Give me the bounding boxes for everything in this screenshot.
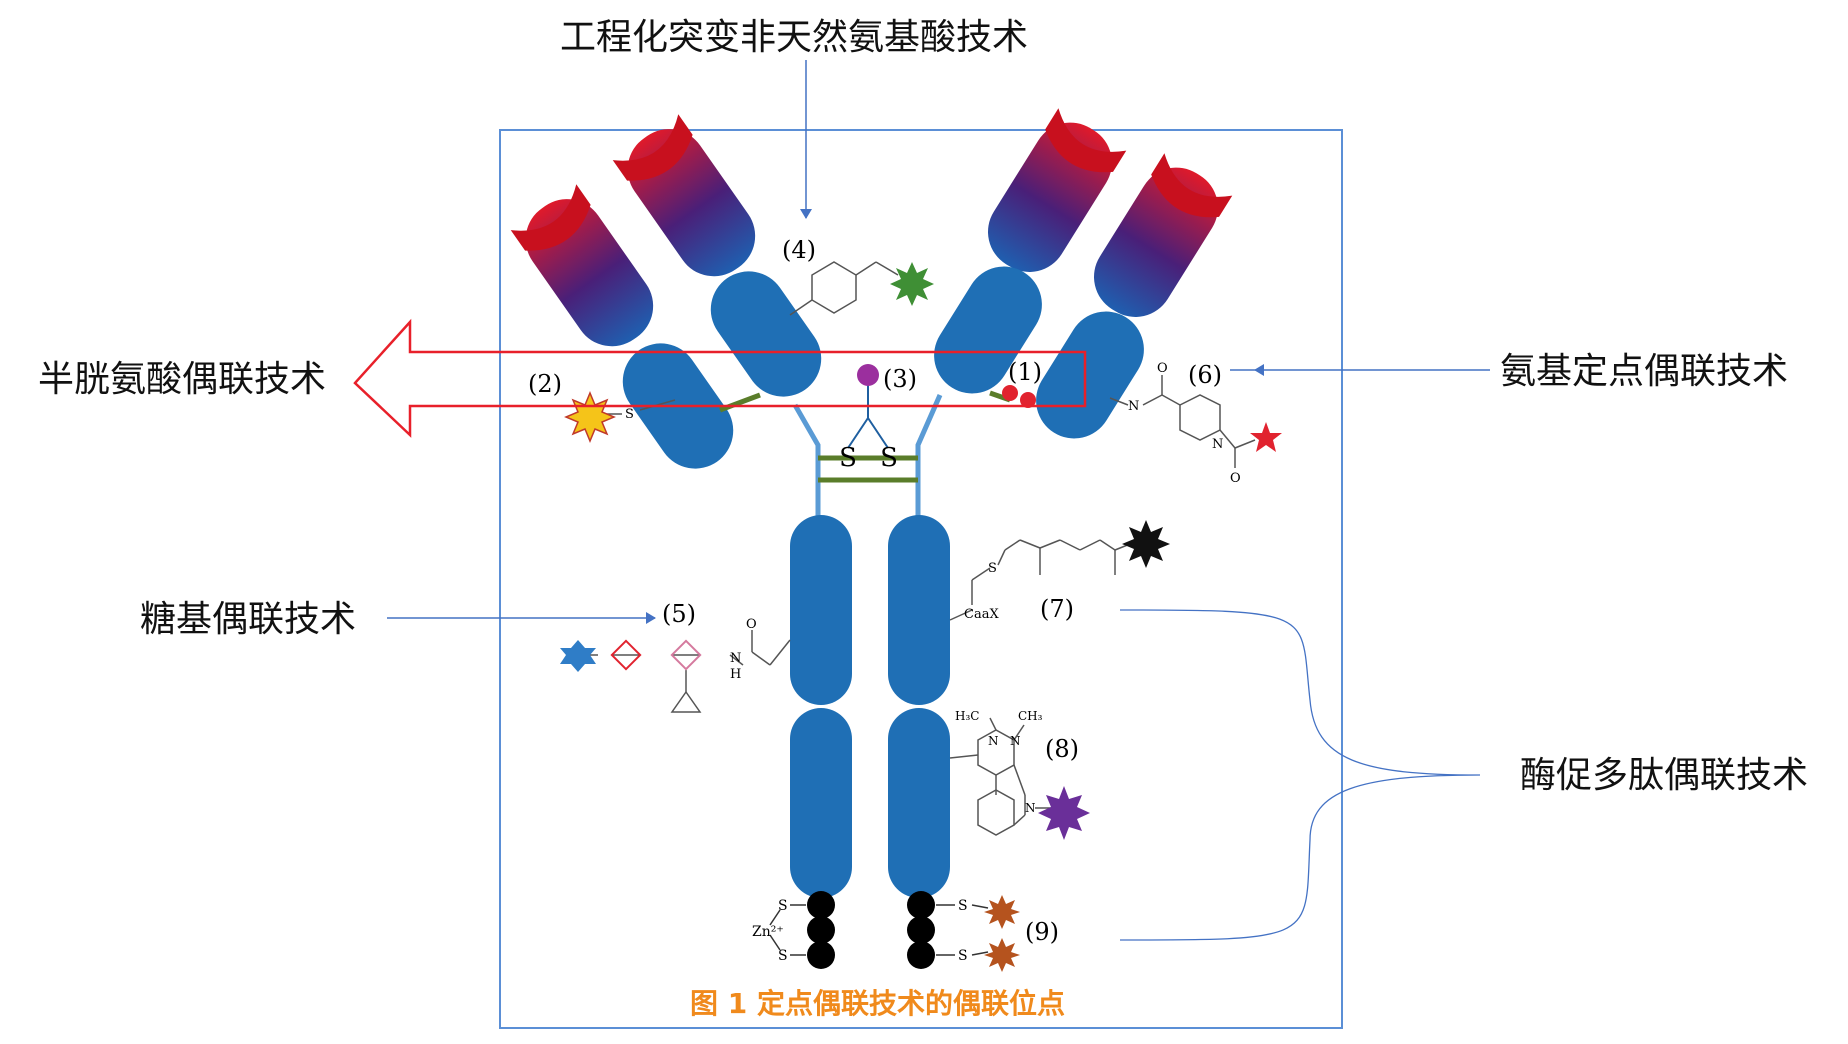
s-zn-bottom: S [778,948,788,964]
payload-star-8 [1038,786,1090,840]
payload-star-4 [890,262,934,306]
payload-star-6 [1250,422,1282,452]
site-8-n1: N [988,734,999,748]
h3c-label: H₃C [955,709,979,723]
site-2-s: S [625,407,634,422]
label-amino-site-conjugation: 氨基定点偶联技术 [1500,351,1789,392]
site-7-payload [949,539,1136,621]
payload-star-9b [984,938,1020,972]
site-6-payload [1109,375,1256,468]
payload-star-7 [1122,520,1170,568]
site-5-o: O [746,617,757,632]
site-9-right-chem [936,904,989,956]
left-fab-inner [612,114,822,397]
label-unnatural-amino-acid: 工程化突变非天然氨基酸技术 [560,17,1029,58]
ch3-label: CH₃ [1018,709,1043,723]
site-6-o1: O [1157,361,1168,376]
site-label-8: (8) [1045,735,1079,763]
s-zn-top: S [778,898,788,914]
figure-frame [499,129,1343,1029]
site-label-3: (3) [883,365,917,393]
caax-label: CaaX [964,607,999,622]
site-label-7: (7) [1040,595,1074,623]
hinge-region [792,393,943,525]
site-8-n3: N [1025,801,1036,815]
site-6-n2: N [1212,437,1223,452]
site-5-n: N [730,651,741,666]
label-glyco-conjugation: 糖基偶联技术 [140,599,357,640]
site-6-o2: O [1230,471,1241,486]
zn-label: Zn²⁺ [752,924,784,940]
disulfide-bonds [719,390,1011,483]
enzyme-bracket [1119,609,1481,941]
site-7-s: S [988,561,997,576]
payload-star-9a [984,895,1020,929]
site-label-4: (4) [782,236,816,264]
label-enzymatic-peptide-conjugation: 酶促多肽偶联技术 [1520,755,1809,796]
disulfide-s-left: S [839,443,857,473]
payload-star-5 [560,640,596,672]
site-5-h: H [730,667,741,682]
figure-caption: 图 1 定点偶联技术的偶联位点 [690,987,1065,1020]
site-9-left-chem [769,904,806,956]
site-label-1: (1) [1008,358,1042,386]
glycan-diamond-pink [670,639,702,671]
site-label-5: (5) [662,600,696,628]
s-right-bottom: S [958,948,968,964]
label-cysteine-conjugation: 半胱氨酸偶联技术 [38,359,327,400]
right-fab-inner [934,108,1127,394]
s-right-top: S [958,898,968,914]
site-9-beads [807,891,935,969]
site-8-n2: N [1010,734,1021,748]
site-6-n1: N [1128,399,1139,414]
site-1-payload [1002,385,1036,408]
fc-region [790,515,950,898]
site-label-2: (2) [528,370,562,398]
site-label-6: (6) [1188,361,1222,389]
cysteine-red-arrow [353,318,1087,438]
site-label-9: (9) [1025,918,1059,946]
glycan-diamond-red [610,639,642,671]
site-3-payload: S S [839,364,898,473]
site-8-payload [949,717,1055,836]
disulfide-s-right: S [880,443,898,473]
site-4-payload [789,261,899,316]
